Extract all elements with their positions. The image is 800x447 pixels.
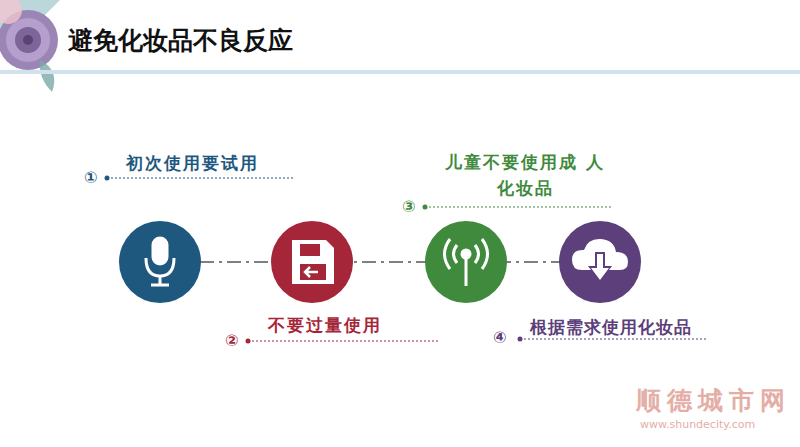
- title-band: [0, 70, 800, 74]
- save-icon: [292, 240, 334, 284]
- icon-circle: [119, 221, 201, 303]
- step-text: 初次使用要试用: [126, 152, 259, 175]
- leader-dot: [246, 339, 251, 344]
- step-text: 根据需求使用化妆品: [530, 316, 692, 339]
- microphone-icon: [146, 238, 174, 285]
- icon-circle: [559, 221, 641, 303]
- callout-number: ③: [402, 197, 416, 216]
- callout-number: ①: [84, 168, 98, 187]
- callout-number: ④: [493, 328, 507, 347]
- flower-decoration: [0, 0, 60, 92]
- step-text: 不要过量使用: [268, 314, 382, 337]
- watermark: 顺德城市网: [636, 384, 791, 417]
- icon-circle: [271, 221, 353, 303]
- leader-lines: [107, 178, 708, 341]
- leader-dot: [518, 337, 523, 342]
- leader-dot: [105, 176, 110, 181]
- callout-number: ②: [225, 331, 239, 350]
- leader-dot: [423, 205, 428, 210]
- slide-title: 避免化妆品不良反应: [68, 24, 293, 57]
- cloud-download-icon: [572, 239, 628, 282]
- icon-circle: [425, 221, 507, 303]
- step-text: 儿童不要使用成 人化妆品: [440, 150, 610, 201]
- watermark-url: www.shundecity.com: [640, 418, 755, 431]
- antenna-icon: [445, 239, 488, 286]
